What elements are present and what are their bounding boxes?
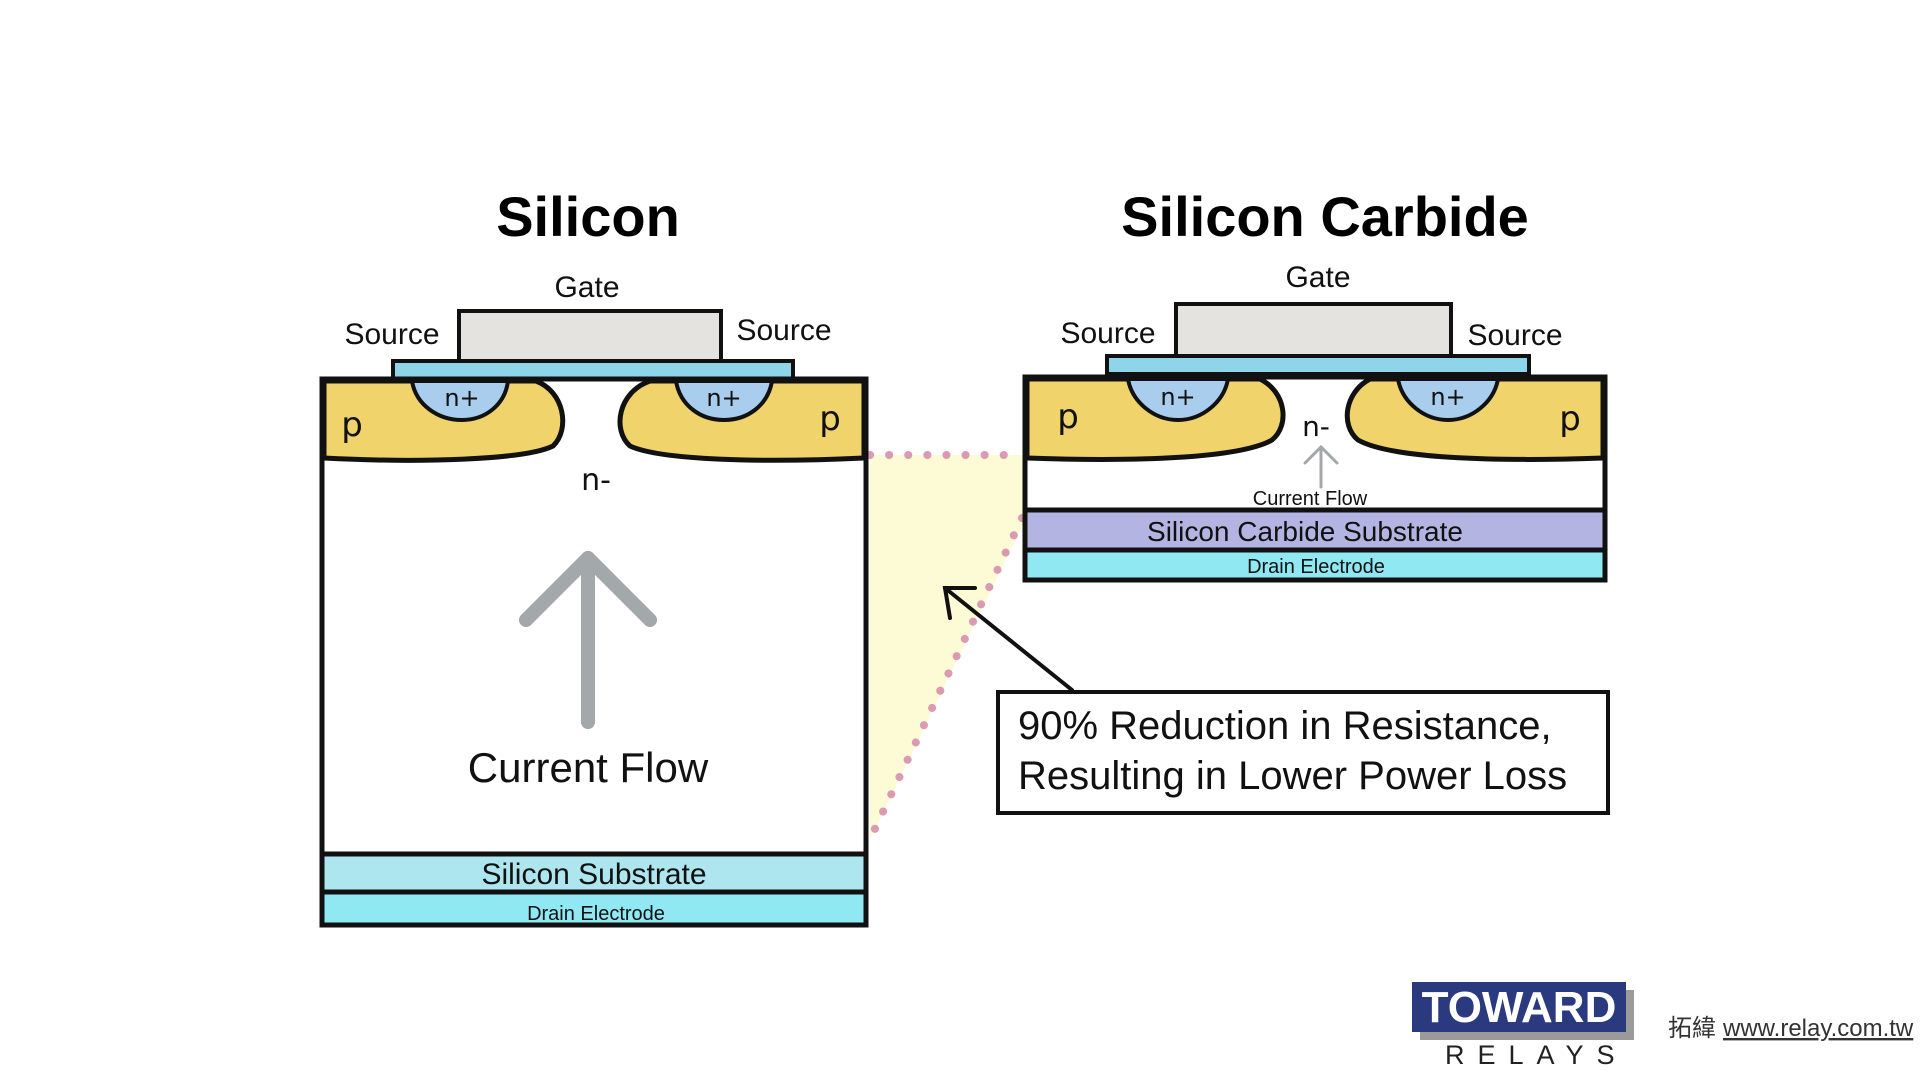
site-chinese-name: 拓緯	[1668, 1015, 1716, 1042]
silicon-substrate-label: Silicon Substrate	[481, 858, 706, 891]
silicon-current-flow-label: Current Flow	[468, 744, 709, 791]
sic-drain-electrode	[1022, 547, 1608, 583]
sic-source-right-label: Source	[1467, 319, 1562, 352]
sic-gate	[1174, 302, 1453, 358]
zoom-highlight	[870, 455, 1025, 840]
silicon-substrate	[319, 851, 869, 895]
sic-gate-oxide	[1105, 354, 1531, 376]
silicon-gate	[457, 309, 723, 364]
callout-box	[996, 690, 1610, 815]
silicon-p-right-label: p	[819, 399, 841, 439]
silicon-p-region-right	[617, 378, 867, 463]
sic-current-flow-arrow	[1303, 444, 1339, 489]
sic-substrate-label: Silicon Carbide Substrate	[1147, 516, 1463, 547]
silicon-n-plus-right	[673, 379, 775, 423]
sic-n-plus-left	[1125, 377, 1231, 423]
sic-n-minus-label: n-	[1302, 410, 1330, 443]
sic-p-left-label: p	[1057, 397, 1079, 437]
silicon-drain-electrode	[319, 889, 869, 928]
sic-p-right-label: p	[1559, 399, 1581, 439]
sic-gate-label: Gate	[1285, 261, 1350, 294]
logo-sub: RELAYS	[1445, 1040, 1628, 1070]
silicon-source-left-label: Source	[344, 318, 439, 351]
silicon-device: Silicon Gate Source Source n+ n+ p p n- …	[319, 185, 869, 928]
silicon-n-plus-right-label: n+	[706, 384, 741, 412]
sic-n-plus-right-label: n+	[1430, 383, 1465, 411]
sic-current-flow-label: Current Flow	[1253, 488, 1368, 510]
silicon-source-right-label: Source	[736, 314, 831, 347]
logo-badge	[1412, 982, 1626, 1032]
sic-substrate	[1022, 507, 1608, 553]
sic-source-left-label: Source	[1060, 317, 1155, 350]
logo-name: TOWARD	[1422, 983, 1617, 1032]
sic-title: Silicon Carbide	[1121, 185, 1529, 248]
callout-arrow	[942, 586, 1074, 692]
silicon-current-flow-arrow	[519, 551, 657, 729]
zoom-dotted-line-bottom	[868, 514, 1026, 839]
toward-relays-logo: TOWARD RELAYS	[1412, 982, 1634, 1070]
silicon-n-plus-left	[409, 379, 511, 423]
site-url-link[interactable]: www.relay.com.tw	[1722, 1015, 1914, 1042]
silicon-drain-label: Drain Electrode	[527, 903, 665, 925]
silicon-carbide-device: Silicon Carbide Gate Source Source n+ n+…	[1022, 185, 1608, 583]
sic-drain-label: Drain Electrode	[1247, 556, 1385, 578]
callout-line-2: Resulting in Lower Power Loss	[1018, 754, 1567, 798]
silicon-p-left-label: p	[341, 405, 363, 445]
silicon-gate-oxide	[391, 359, 795, 381]
silicon-n-plus-left-label: n+	[444, 384, 479, 412]
callout-line-1: 90% Reduction in Resistance,	[1018, 704, 1552, 748]
silicon-title: Silicon	[496, 185, 680, 248]
sic-n-plus-left-label: n+	[1160, 383, 1195, 411]
silicon-gate-label: Gate	[554, 271, 619, 304]
sic-n-plus-right	[1395, 377, 1501, 423]
silicon-n-minus-label: n-	[581, 463, 611, 498]
